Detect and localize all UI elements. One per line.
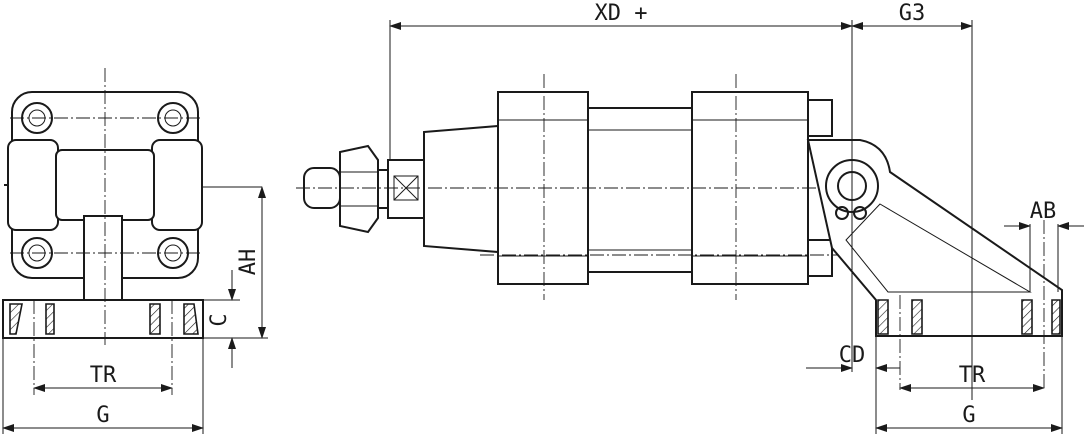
- mounting-hole-section: [9, 303, 23, 335]
- mounting-hole-section: [911, 299, 923, 335]
- side-view: XD + G3 AB CD TR G: [296, 1, 1084, 434]
- wrench-flat: [387, 159, 425, 219]
- mounting-hole-section: [877, 299, 889, 335]
- tr-right-label: TR: [959, 363, 986, 388]
- ah-label: AH: [236, 249, 261, 276]
- base-plate: [2, 299, 204, 339]
- front-head: [423, 124, 499, 254]
- g3-label: G3: [899, 1, 926, 26]
- g-left-label: G: [96, 403, 109, 428]
- ab-label: AB: [1030, 199, 1057, 224]
- end-view: AH C TR G: [2, 68, 268, 434]
- bracket-web: [83, 215, 123, 301]
- mounting-hole-section: [1021, 299, 1033, 335]
- mounting-hole-section: [45, 303, 55, 335]
- tr-left-label: TR: [90, 363, 117, 388]
- g-right-label: G: [962, 403, 975, 428]
- cylinder-tube: [587, 107, 693, 273]
- clevis-lug-right: [151, 139, 203, 231]
- mounting-hole-section: [1051, 299, 1061, 335]
- xd-label: XD +: [595, 1, 648, 26]
- mounting-hole-section: [183, 303, 199, 335]
- c-label: C: [207, 313, 232, 326]
- mounting-hole-section: [149, 303, 161, 335]
- rod-nut: [339, 144, 379, 234]
- clevis-lug-left: [7, 139, 59, 231]
- cd-label: CD: [839, 343, 866, 368]
